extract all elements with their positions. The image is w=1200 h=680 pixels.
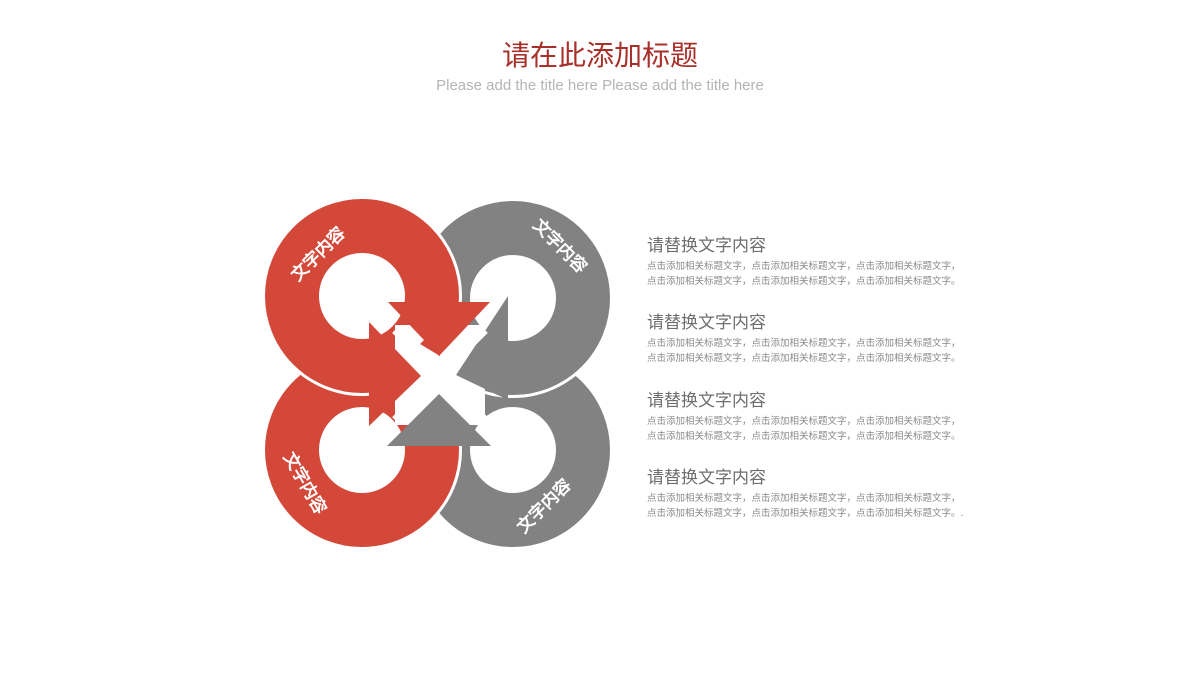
page-title: 请在此添加标题 [501, 39, 698, 72]
item-line: 点击添加相关标题文字，点击添加相关标题文字，点击添加相关标题文字， [647, 493, 961, 504]
text-item: 请替换文字内容 点击添加相关标题文字，点击添加相关标题文字，点击添加相关标题文字… [647, 235, 1007, 289]
item-line: 点击添加相关标题文字，点击添加相关标题文字，点击添加相关标题文字， [647, 338, 961, 349]
arrow-head-top-right [456, 296, 508, 400]
item-line: 点击添加相关标题文字，点击添加相关标题文字，点击添加相关标题文字。 [647, 353, 961, 364]
page-subtitle: Please add the title here Please add the… [436, 77, 764, 94]
text-item: 请替换文字内容 点击添加相关标题文字，点击添加相关标题文字，点击添加相关标题文字… [647, 467, 1007, 521]
item-title: 请替换文字内容 [647, 468, 766, 488]
item-line: 点击添加相关标题文字，点击添加相关标题文字，点击添加相关标题文字。. [647, 508, 964, 519]
item-title: 请替换文字内容 [647, 236, 766, 256]
item-line: 点击添加相关标题文字，点击添加相关标题文字，点击添加相关标题文字， [647, 261, 961, 272]
item-title: 请替换文字内容 [647, 313, 766, 333]
item-title: 请替换文字内容 [647, 391, 766, 411]
item-line: 点击添加相关标题文字，点击添加相关标题文字，点击添加相关标题文字， [647, 416, 961, 427]
arrow-head-bottom-left [369, 322, 421, 426]
text-item: 请替换文字内容 点击添加相关标题文字，点击添加相关标题文字，点击添加相关标题文字… [647, 390, 1007, 444]
item-line: 点击添加相关标题文字，点击添加相关标题文字，点击添加相关标题文字。 [647, 276, 961, 287]
arrow-head-bottom-right [387, 394, 491, 446]
arrow-bodies [420, 324, 440, 356]
text-item: 请替换文字内容 点击添加相关标题文字，点击添加相关标题文字，点击添加相关标题文字… [647, 312, 1007, 366]
item-line: 点击添加相关标题文字，点击添加相关标题文字，点击添加相关标题文字。 [647, 431, 961, 442]
